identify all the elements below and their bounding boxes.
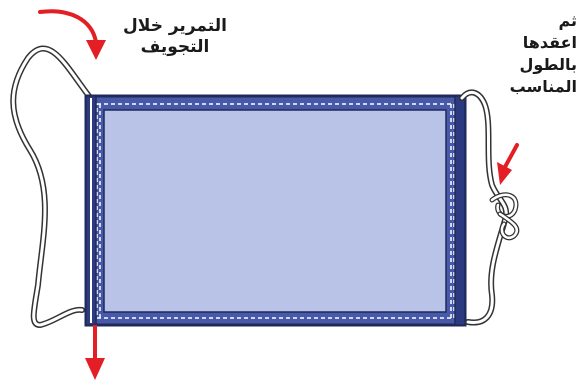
pointer-arrow-icon [497,143,519,185]
down-arrow-icon [85,325,105,380]
thread-instruction-line: التمرير خلال [123,16,227,36]
tie-instruction-line: المناسب [509,77,577,96]
curved-arrow-icon [38,9,106,60]
tie-instruction-line: ثم [558,11,577,30]
knot-icon [489,192,520,241]
tie-instruction: ثم اعقدها بالطول المناسب [485,10,577,98]
mask-body [84,94,467,327]
left-cord [10,45,95,329]
tie-instruction-line: اعقدها [522,33,577,52]
right-cord [459,89,510,326]
thread-instruction-line: التجويف [140,37,210,57]
tie-instruction-line: بالطول [519,55,577,74]
thread-instruction: التمرير خلال التجويف [90,16,260,58]
